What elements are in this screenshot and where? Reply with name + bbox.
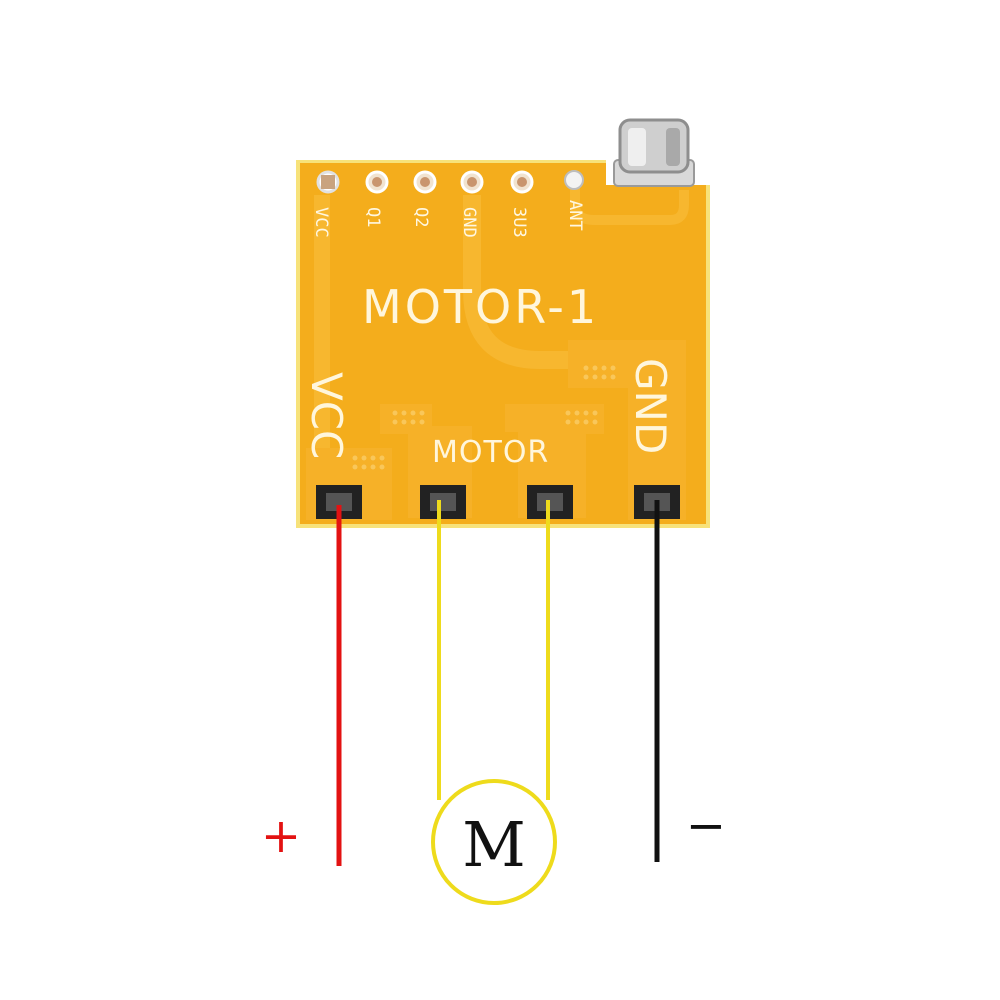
via-dots: [352, 365, 616, 470]
motor-symbol: M: [431, 779, 557, 905]
wires: [336, 500, 660, 866]
pin-label-q2: Q2: [411, 207, 431, 227]
motor-pad-label: MOTOR: [432, 435, 549, 470]
gnd-pad-label: GND: [626, 358, 675, 454]
pin-label-q1: Q1: [363, 207, 383, 227]
motor-letter: M: [462, 808, 525, 881]
pcb-board: VCC Q1 Q2 GND 3U3 ANT MOTOR-1 VCC GND MO…: [296, 150, 716, 528]
pin-label-ant: ANT: [565, 200, 585, 231]
pin-label-3u3: 3U3: [509, 207, 529, 238]
pin-label-gnd: GND: [459, 207, 479, 238]
header-pins: [316, 170, 584, 194]
antenna-connector: [613, 118, 695, 187]
positive-sign: +: [261, 808, 301, 864]
board-title: MOTOR-1: [362, 280, 599, 334]
negative-sign: −: [686, 798, 726, 854]
pin-labels: VCC Q1 Q2 GND 3U3 ANT: [311, 200, 585, 238]
pin-label-vcc: VCC: [311, 207, 331, 238]
vcc-pad-label: VCC: [302, 372, 351, 459]
